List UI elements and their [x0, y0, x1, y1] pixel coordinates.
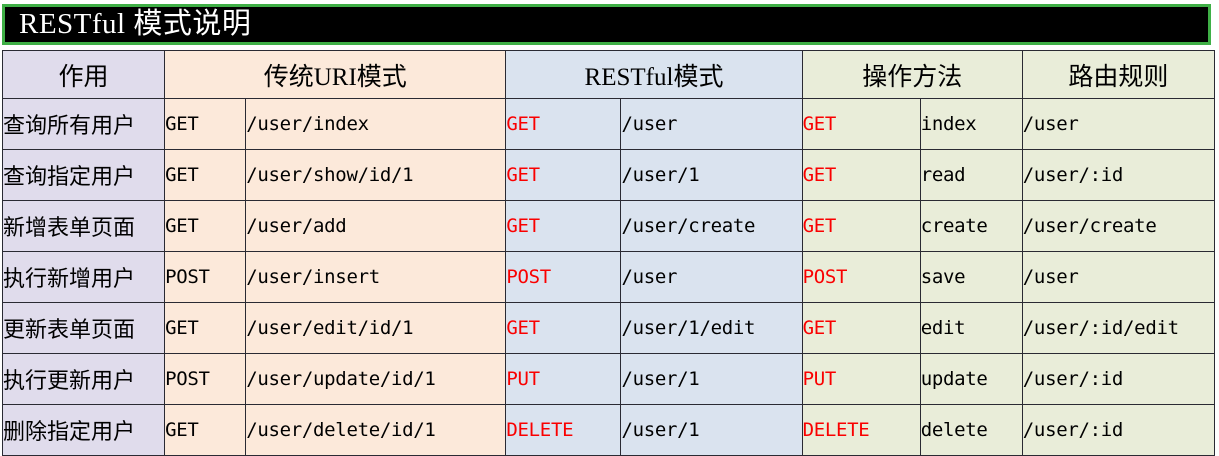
cell-uri-verb: GET	[164, 98, 247, 150]
cell-route: /user/:id	[1021, 404, 1216, 456]
cell-action: 查询指定用户	[1, 149, 166, 201]
cell-rest-path: /user	[620, 98, 803, 150]
cell-rest-verb: GET	[505, 302, 622, 354]
cell-method-name: index	[919, 98, 1023, 150]
header-route: 路由规则	[1021, 50, 1216, 99]
cell-action: 执行新增用户	[1, 251, 166, 303]
cell-route: /user/:id/edit	[1021, 302, 1216, 354]
header-method: 操作方法	[801, 50, 1023, 99]
cell-method-name: save	[919, 251, 1023, 303]
cell-action: 删除指定用户	[1, 404, 166, 456]
cell-uri-path: /user/edit/id/1	[245, 302, 507, 354]
cell-rest-verb: GET	[505, 149, 622, 201]
cell-method-verb: GET	[801, 149, 921, 201]
cell-uri-path: /user/add	[245, 200, 507, 252]
cell-method-verb: POST	[801, 251, 921, 303]
cell-action: 执行更新用户	[1, 353, 166, 405]
cell-rest-verb: PUT	[505, 353, 622, 405]
cell-uri-verb: GET	[164, 149, 247, 201]
cell-rest-verb: GET	[505, 200, 622, 252]
cell-route: /user	[1021, 98, 1216, 150]
cell-uri-path: /user/show/id/1	[245, 149, 507, 201]
cell-rest-verb: GET	[505, 98, 622, 150]
cell-method-name: edit	[919, 302, 1023, 354]
cell-action: 更新表单页面	[1, 302, 166, 354]
cell-uri-path: /user/delete/id/1	[245, 404, 507, 456]
cell-rest-path: /user/1	[620, 149, 803, 201]
cell-method-verb: GET	[801, 98, 921, 150]
cell-rest-path: /user/create	[620, 200, 803, 252]
header-action: 作用	[1, 50, 166, 99]
cell-rest-path: /user/1	[620, 353, 803, 405]
header-uri: 传统URI模式	[164, 50, 507, 99]
cell-rest-verb: POST	[505, 251, 622, 303]
cell-rest-path: /user	[620, 251, 803, 303]
cell-action: 查询所有用户	[1, 98, 166, 150]
title-bar: RESTful 模式说明	[2, 4, 1211, 45]
table-header-row: 作用 传统URI模式 RESTful模式 操作方法 路由规则	[1, 50, 1216, 99]
cell-route: /user/:id	[1021, 149, 1216, 201]
cell-uri-path: /user/index	[245, 98, 507, 150]
cell-method-name: update	[919, 353, 1023, 405]
cell-uri-verb: GET	[164, 200, 247, 252]
cell-rest-path: /user/1/edit	[620, 302, 803, 354]
cell-rest-path: /user/1	[620, 404, 803, 456]
page-title: RESTful 模式说明	[19, 8, 252, 40]
cell-rest-verb: DELETE	[505, 404, 622, 456]
cell-route: /user/:id	[1021, 353, 1216, 405]
cell-uri-verb: GET	[164, 302, 247, 354]
cell-method-verb: PUT	[801, 353, 921, 405]
header-restful: RESTful模式	[505, 50, 803, 99]
cell-method-name: delete	[919, 404, 1023, 456]
cell-method-name: read	[919, 149, 1023, 201]
cell-action: 新增表单页面	[1, 200, 166, 252]
cell-method-verb: DELETE	[801, 404, 921, 456]
cell-uri-verb: GET	[164, 404, 247, 456]
cell-route: /user/create	[1021, 200, 1216, 252]
cell-uri-verb: POST	[164, 353, 247, 405]
cell-uri-path: /user/update/id/1	[245, 353, 507, 405]
cell-route: /user	[1021, 251, 1216, 303]
cell-uri-verb: POST	[164, 251, 247, 303]
cell-method-verb: GET	[801, 200, 921, 252]
cell-uri-path: /user/insert	[245, 251, 507, 303]
cell-method-verb: GET	[801, 302, 921, 354]
cell-method-name: create	[919, 200, 1023, 252]
